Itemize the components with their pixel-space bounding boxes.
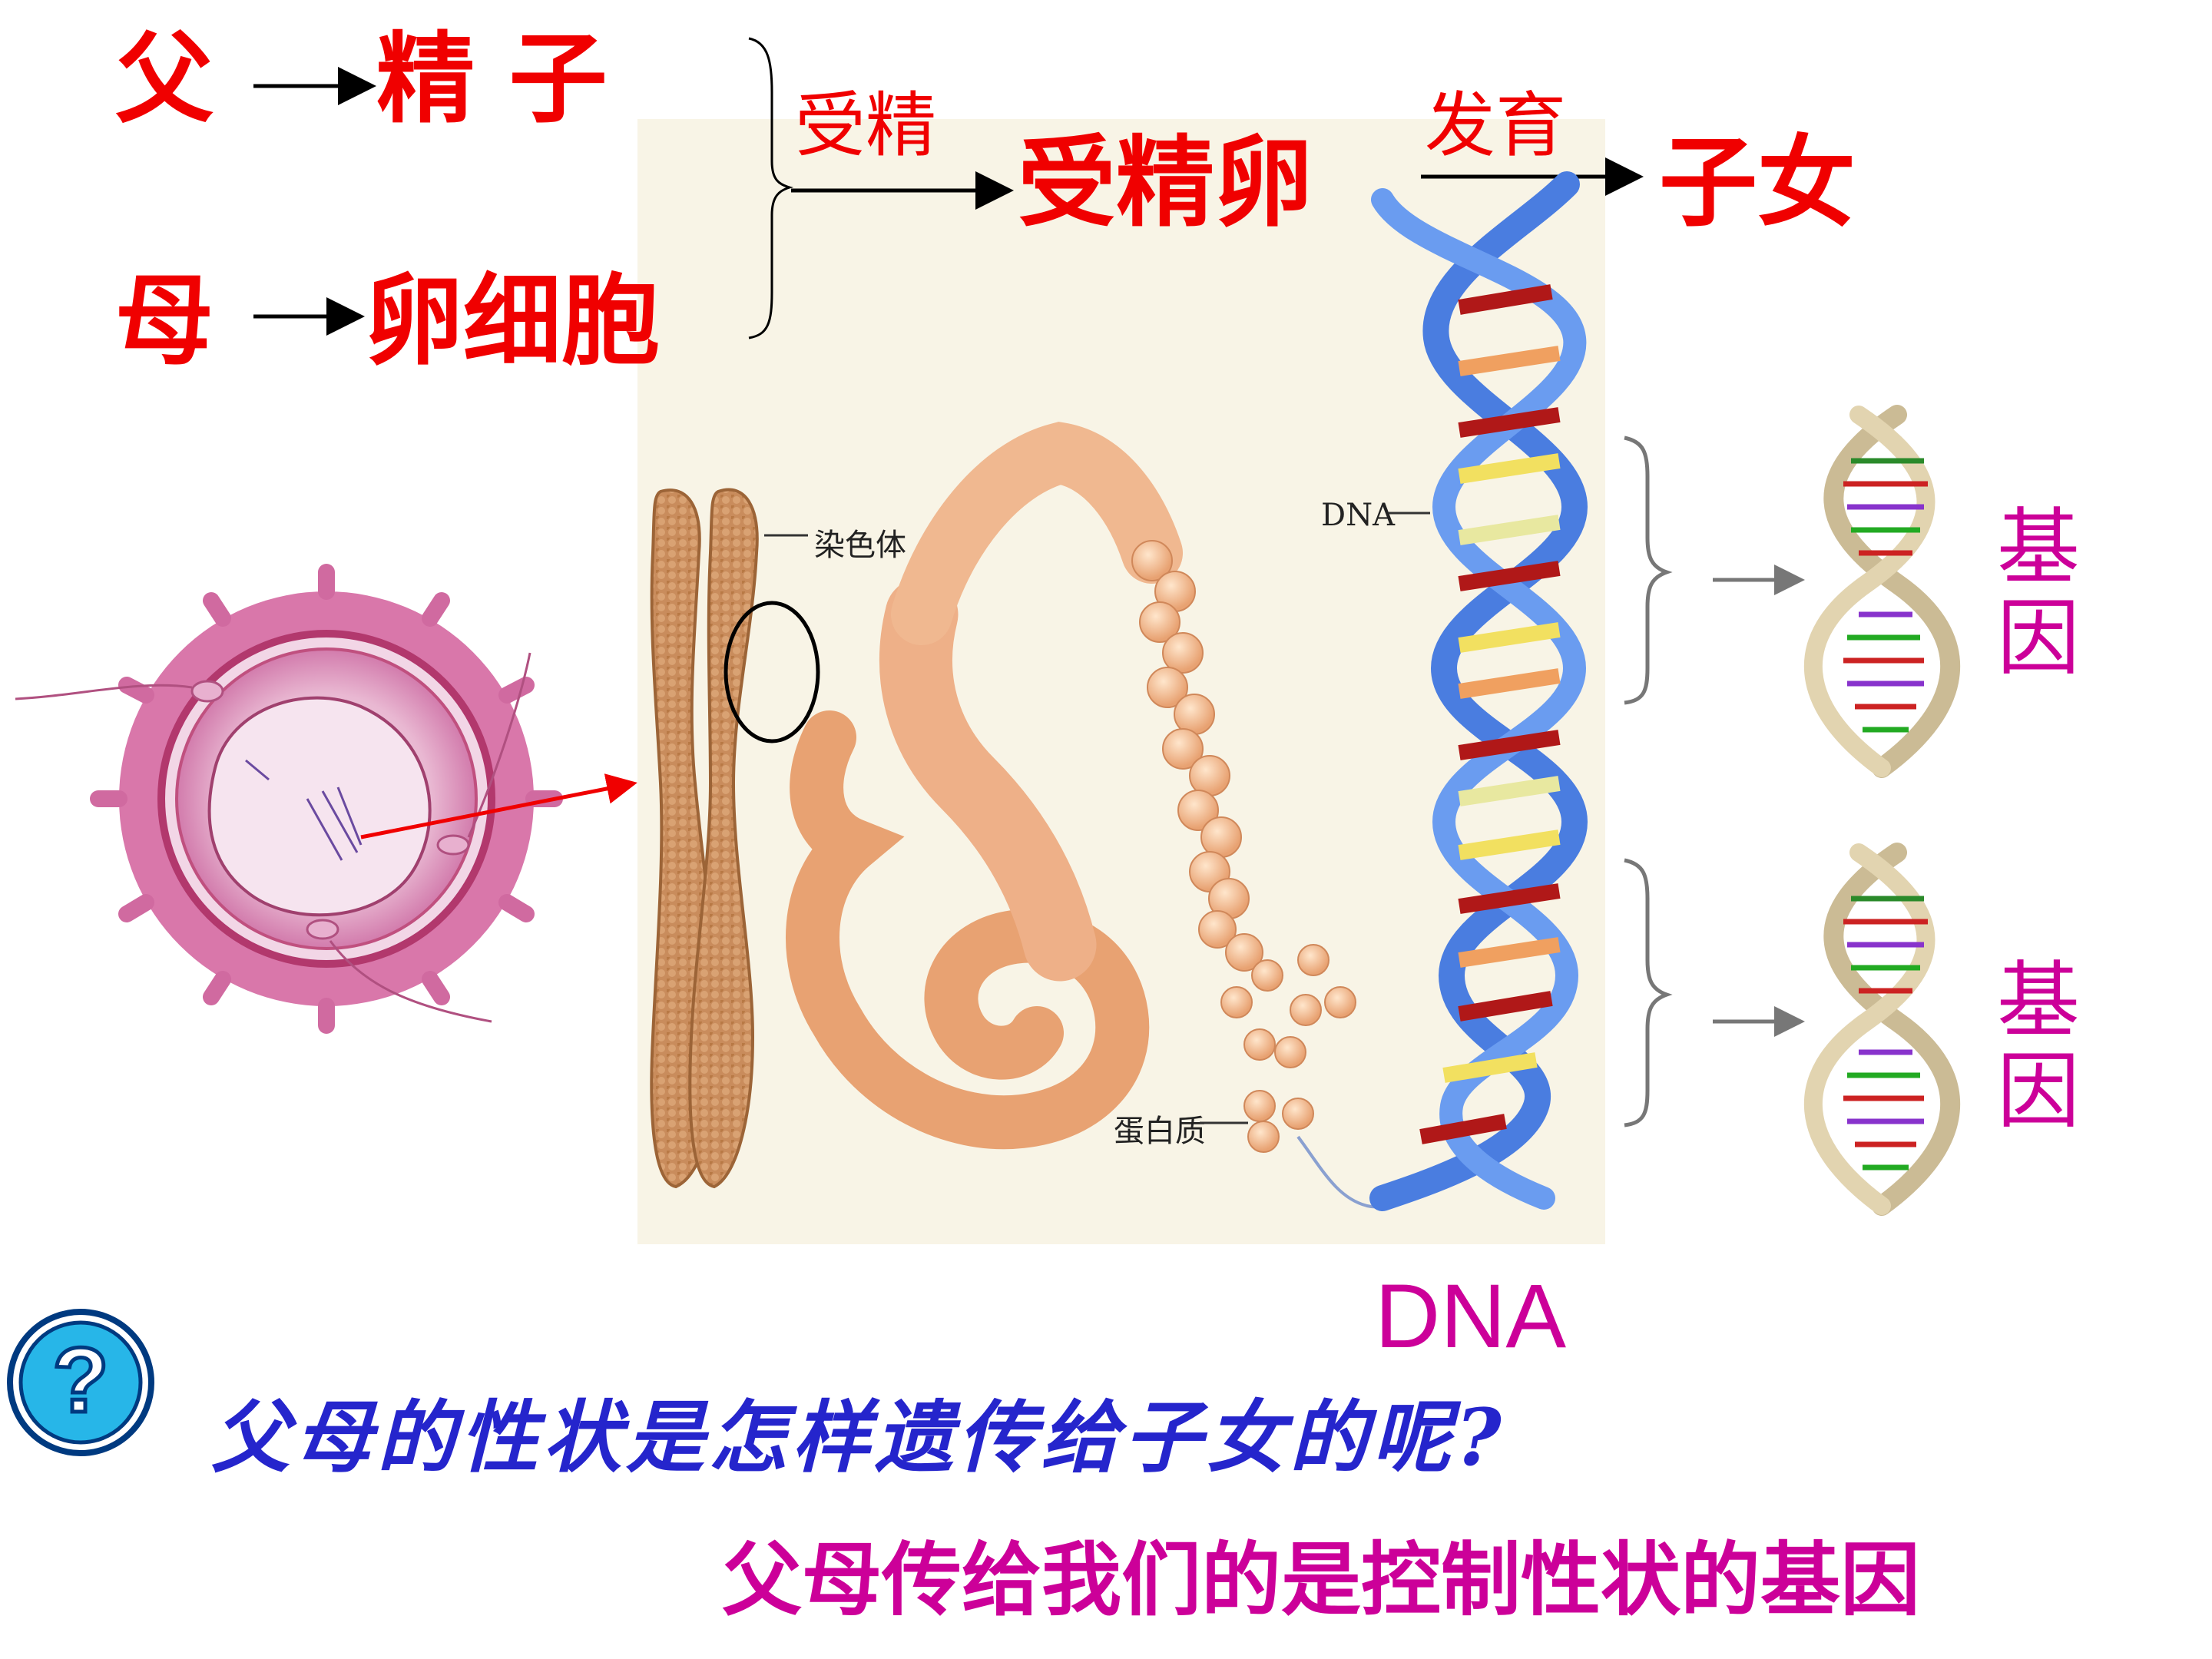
offspring-label: 子女 (1659, 126, 1856, 240)
sperm-label: 精 子 (376, 22, 608, 137)
chromosome-label: 染色体 (814, 528, 906, 563)
answer-text: 父母传给我们的是控制性状的基因 (722, 1533, 1921, 1627)
gene-braces (1624, 435, 1805, 1128)
flow-arrows (253, 67, 1644, 336)
zygote-label: 受精卵 (1018, 126, 1313, 240)
mother-label: 母 (115, 264, 214, 379)
question-text: 父母的性状是怎样遗传给子女的呢? (211, 1392, 1506, 1484)
svg-text:?: ? (52, 1329, 108, 1432)
spindle (245, 759, 363, 861)
gene-label-2: 基因 (1997, 953, 2081, 1140)
fertilization-label: 受精 (795, 84, 937, 167)
dna-caption: DNA (1375, 1266, 1567, 1367)
fertilized-egg-illustration (15, 564, 563, 1034)
father-label: 父 (115, 22, 214, 137)
sperm-cells (15, 652, 531, 1023)
corona-rays (90, 564, 563, 1034)
nucleosome-beads (1131, 540, 1356, 1153)
protein-label: 蛋白质 (1114, 1114, 1206, 1149)
nucleus-to-chromosome-arrow (360, 773, 637, 839)
gene-label-1: 基因 (1997, 500, 2081, 687)
gene-helix-2 (1803, 843, 1961, 1216)
chromatin-fiber (786, 422, 1183, 1150)
question-icon: ? (7, 1309, 154, 1456)
base-pairs (1419, 284, 1561, 1144)
gene-helix-1 (1803, 405, 1961, 778)
merge-brace (748, 37, 794, 339)
chromosome (650, 488, 820, 1189)
large-dna-helix (1369, 171, 1588, 1211)
development-label: 发育 (1425, 84, 1567, 167)
dna-small-label: DNA (1321, 498, 1395, 533)
egg-label: 卵细胞 (365, 264, 661, 379)
